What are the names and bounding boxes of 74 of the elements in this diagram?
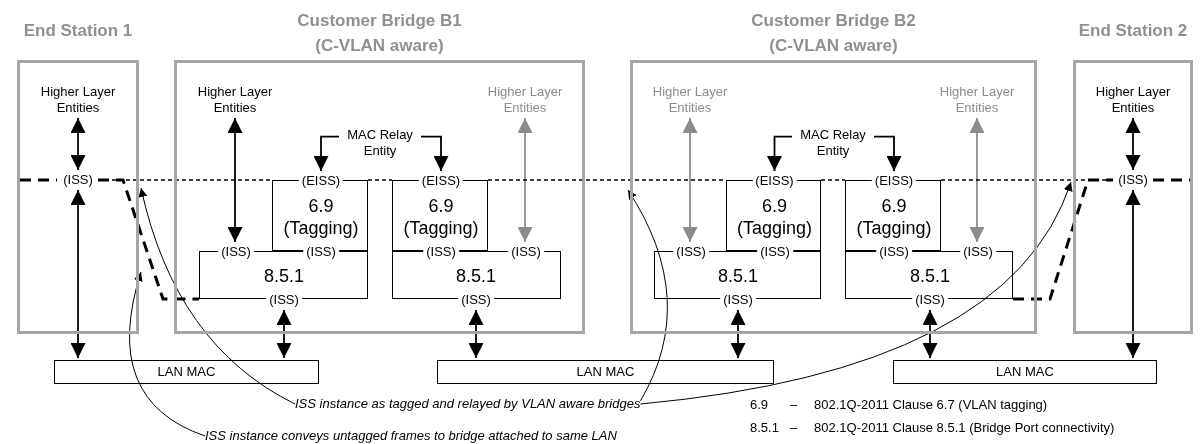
relay-entity-label: MAC Relay Entity — [339, 127, 421, 159]
clause-number: 6.9 (Tagging) — [855, 195, 933, 239]
interface-label: (ISS) — [423, 244, 459, 260]
double-headed-arrow — [70, 117, 86, 171]
leader-line — [639, 181, 1072, 405]
annotation-text: ISS instance as tagged and relayed by VLAN aware bridges — [295, 396, 641, 412]
entity-label: Higher Layer Entities — [189, 84, 281, 116]
clause-key: 8.5.1 — [750, 420, 790, 436]
separator-dash: – — [790, 397, 799, 413]
double-headed-arrow — [276, 309, 292, 359]
double-headed-arrow — [730, 309, 746, 359]
interface-label: (ISS) — [266, 292, 302, 308]
double-headed-arrow — [1125, 189, 1141, 359]
lan-mac-box: LAN MAC — [893, 360, 1157, 384]
clause-reference: 802.1Q-2011 Clause 8.5.1 (Bridge Port connectivity) — [814, 420, 1115, 436]
leader-line — [627, 189, 668, 402]
double-headed-arrow — [682, 117, 698, 243]
clause-number: 8.5.1 — [718, 265, 758, 287]
node-label: (ISS) — [63, 172, 93, 187]
entity-label: Higher Layer Entities — [931, 84, 1023, 116]
dashed-connection-line — [367, 179, 393, 181]
arrow — [420, 135, 449, 172]
interface-label: (ISS) — [458, 292, 494, 308]
node-label: (ISS) — [1118, 172, 1148, 187]
interface-label: (ISS) — [912, 292, 948, 308]
entity-label: Higher Layer Entities — [644, 84, 736, 116]
leader-line — [138, 187, 296, 405]
arrow — [313, 135, 340, 172]
entity-label: Higher Layer Entities — [1087, 84, 1179, 116]
clause-key: 6.9 — [750, 397, 790, 413]
clause-reference: 802.1Q-2011 Clause 6.7 (VLAN tagging) — [814, 397, 1049, 413]
dashed-connection-line — [98, 178, 199, 301]
interface-label: (ISS) — [757, 244, 793, 260]
lan-mac-box: LAN MAC — [54, 360, 319, 384]
interface-label: (EISS) — [871, 173, 917, 189]
interface-label: (ISS) — [720, 292, 756, 308]
clause-number: 6.9 (Tagging) — [735, 195, 813, 239]
annotation-text: ISS instance conveys untagged frames to bridge attached to same LAN — [205, 428, 617, 444]
section-title: End Station 1 — [22, 20, 134, 42]
double-headed-arrow — [969, 117, 985, 243]
dashed-connection-line — [1013, 178, 1113, 301]
interface-label: (ISS) — [303, 244, 339, 260]
double-headed-arrow — [922, 309, 938, 359]
double-headed-arrow — [468, 309, 484, 359]
relay-entity-label: MAC Relay Entity — [792, 127, 874, 159]
double-headed-arrow — [517, 117, 533, 243]
double-headed-arrow — [70, 189, 86, 359]
section-title: Customer Bridge B2 (C-VLAN aware) — [750, 10, 917, 57]
section-title: End Station 2 — [1077, 20, 1189, 42]
clause-number: 8.5.1 — [264, 265, 304, 287]
interface-label: (ISS) — [508, 244, 544, 260]
arrow — [767, 135, 793, 172]
dashed-connection-line — [820, 179, 846, 181]
interface-label: (ISS) — [218, 244, 254, 260]
dashed-connection-line — [97, 179, 273, 181]
lan-mac-box: LAN MAC — [437, 360, 774, 384]
clause-number: 8.5.1 — [456, 265, 496, 287]
clause-number: 8.5.1 — [910, 265, 950, 287]
clause-number: 6.9 (Tagging) — [402, 195, 480, 239]
interface-label: (EISS) — [418, 173, 464, 189]
arrow — [873, 135, 902, 172]
interface-label: (ISS) — [673, 244, 709, 260]
interface-label: (EISS) — [752, 173, 797, 189]
section-title: Customer Bridge B1 (C-VLAN aware) — [296, 10, 463, 57]
double-headed-arrow — [227, 117, 243, 243]
clause-number: 6.9 (Tagging) — [282, 195, 360, 239]
double-headed-arrow — [1125, 117, 1141, 171]
entity-label: Higher Layer Entities — [32, 84, 124, 116]
separator-dash: – — [790, 420, 799, 436]
interface-label: (ISS) — [876, 244, 912, 260]
interface-label: (ISS) — [960, 244, 996, 260]
entity-label: Higher Layer Entities — [479, 84, 571, 116]
leader-line — [129, 271, 206, 437]
interface-label: (EISS) — [298, 173, 344, 189]
